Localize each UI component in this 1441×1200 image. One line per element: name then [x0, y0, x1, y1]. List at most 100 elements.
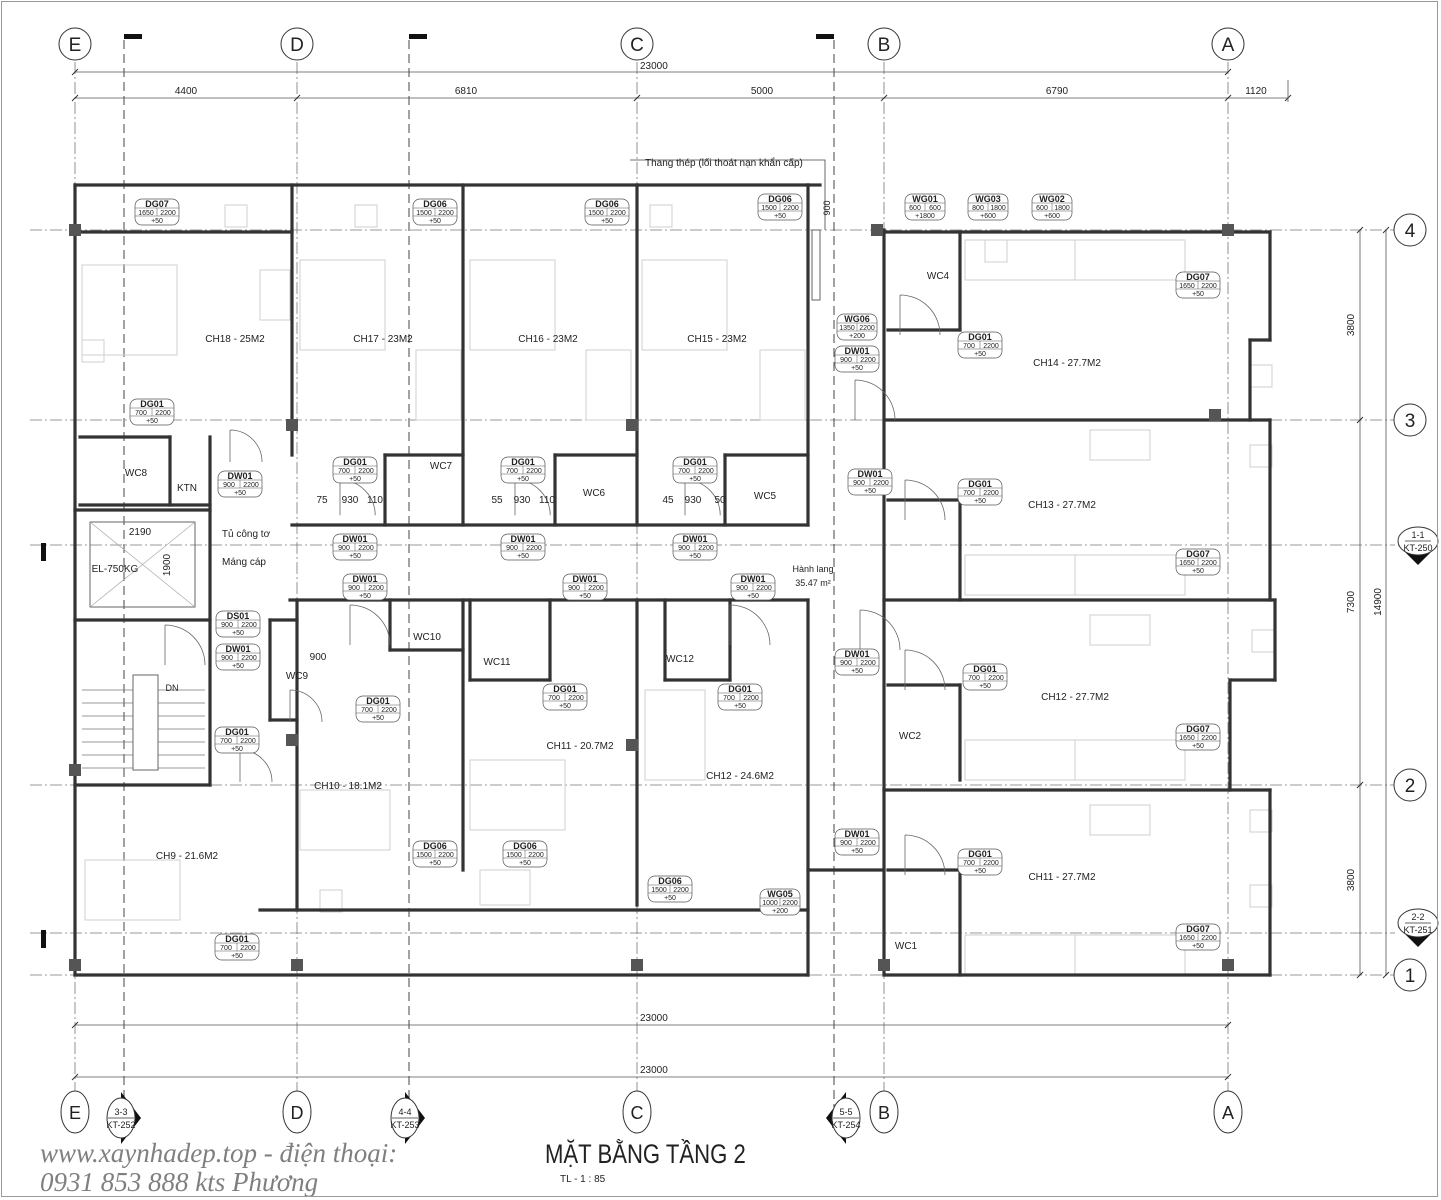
grid-bubble	[282, 1090, 312, 1134]
dimension-tick	[633, 94, 641, 102]
tag-height: 2200	[698, 545, 714, 552]
tag-width: 1500	[416, 852, 432, 859]
column	[1209, 409, 1221, 421]
stair-landing	[132, 674, 159, 771]
small-dimension: 930	[342, 495, 359, 506]
tag-sill: +50	[231, 746, 243, 753]
dimension-tick	[1356, 226, 1364, 234]
tag-height: 2200	[438, 210, 454, 217]
furniture-item	[759, 349, 806, 421]
tag-height: 2200	[873, 480, 889, 487]
room-label: CH10 - 18.1M2	[314, 781, 382, 792]
tag-code: DW01	[682, 534, 707, 544]
grid-bubble	[622, 1090, 652, 1134]
tag-width: 900	[840, 660, 852, 667]
furniture-item	[469, 259, 556, 351]
tag-width: 900	[853, 480, 865, 487]
appliance-item	[649, 204, 673, 228]
column	[286, 734, 298, 746]
dimension-tick	[1356, 781, 1364, 789]
wc-label: WC4	[927, 271, 950, 282]
grid-bubble	[1213, 1090, 1243, 1134]
tag-width: 900	[223, 482, 235, 489]
tag-height: 2200	[860, 660, 876, 667]
tag-sill: +50	[372, 715, 384, 722]
tag-width: 700	[723, 695, 735, 702]
dimension-tick	[1224, 94, 1232, 102]
tag-sill: +50	[774, 213, 786, 220]
tag-code: DW01	[572, 574, 597, 584]
room-label: CH11 - 27.7M2	[1028, 872, 1096, 883]
small-dimension: 55	[491, 495, 503, 506]
tag-code: WG06	[844, 314, 870, 324]
tag-height: 2200	[588, 585, 604, 592]
drawing-title: MẶT BẰNG TẦNG 2	[545, 1139, 746, 1170]
column	[1222, 224, 1234, 236]
wc-label: WC6	[583, 488, 606, 499]
furniture-item	[479, 869, 531, 906]
tag-sill: +600	[980, 213, 996, 220]
tag-height: 2200	[756, 585, 772, 592]
door-swing	[229, 429, 263, 463]
tag-width: 700	[135, 410, 147, 417]
column	[69, 764, 81, 776]
tag-code: DG06	[423, 199, 447, 209]
grid-bubble	[869, 1090, 899, 1134]
dim-segment: 5000	[751, 86, 774, 97]
tag-sill: +50	[519, 860, 531, 867]
tag-sill: +50	[517, 476, 529, 483]
drawing-scale: TL - 1 : 85	[560, 1174, 606, 1185]
grid-bubble	[60, 1090, 90, 1134]
tag-code: DG07	[1186, 924, 1210, 934]
tag-sill: +200	[849, 333, 865, 340]
column	[626, 739, 638, 751]
appliance-item	[354, 204, 378, 228]
tag-width: 1350	[839, 325, 855, 332]
tag-width: 700	[548, 695, 560, 702]
door-swing	[729, 604, 771, 646]
tag-code: DW01	[227, 471, 252, 481]
tag-sill: +50	[429, 218, 441, 225]
furniture-item	[1089, 804, 1151, 836]
column	[871, 224, 883, 236]
tag-sill: +50	[1192, 568, 1204, 575]
wc-label: WC9	[286, 671, 309, 682]
section-id: 5-5	[839, 1107, 852, 1117]
section-sheet: KT-253	[390, 1120, 419, 1130]
furniture-item	[964, 739, 1076, 781]
tag-sill: +50	[232, 630, 244, 637]
tag-code: DG01	[968, 332, 992, 342]
furniture-item	[644, 689, 706, 781]
grid-label-right: 4	[1405, 221, 1416, 242]
tag-height: 2200	[860, 357, 876, 364]
label-stair-down: DN	[166, 683, 179, 693]
appliance-item	[1251, 629, 1275, 653]
dimension-tick	[1382, 226, 1390, 234]
label-wc-dim: 900	[310, 652, 327, 663]
tag-code: DW01	[225, 644, 250, 654]
column	[631, 959, 643, 971]
tag-height: 2200	[243, 482, 259, 489]
tag-height: 2200	[528, 852, 544, 859]
tag-height: 2200	[1201, 735, 1217, 742]
grid-label-bottom: E	[69, 1103, 81, 1123]
tag-code: DG06	[658, 876, 682, 886]
door-swing	[349, 604, 391, 646]
grid-bubble	[867, 27, 901, 61]
tag-code: DW01	[352, 574, 377, 584]
tag-height: 2200	[782, 900, 798, 907]
